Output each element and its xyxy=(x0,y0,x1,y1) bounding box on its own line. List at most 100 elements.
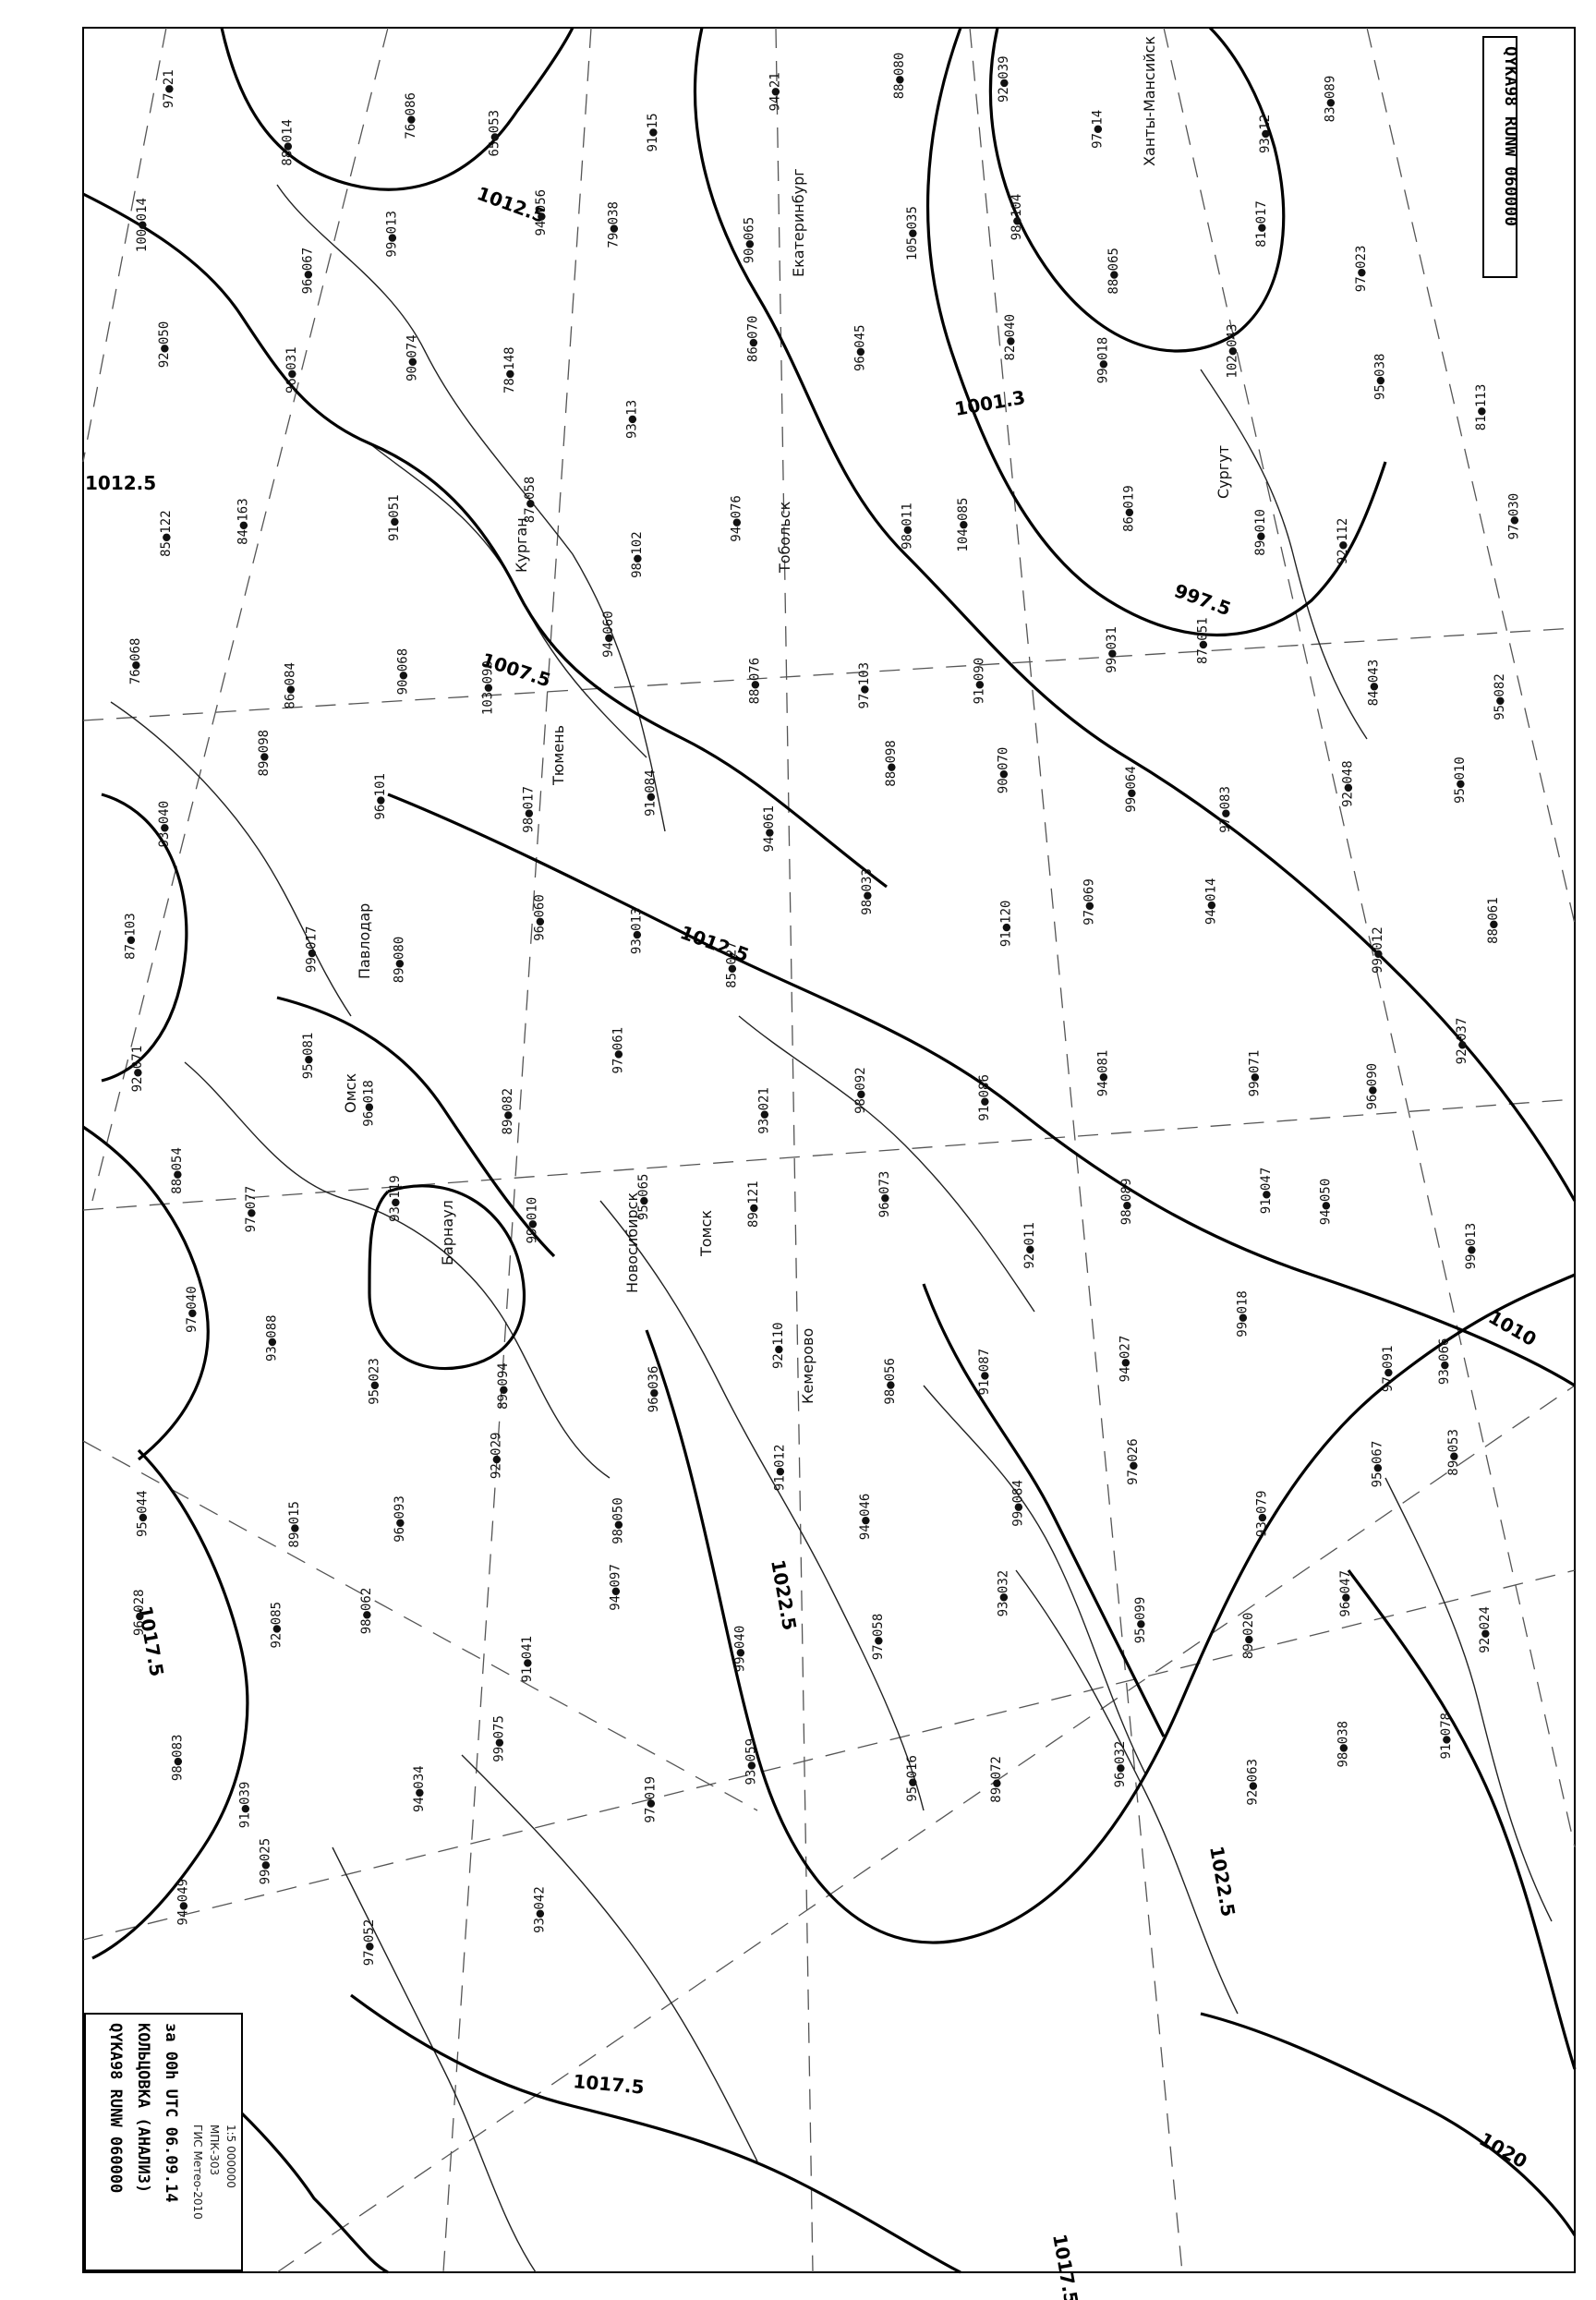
station-label: 91●039 xyxy=(237,1782,252,1829)
station-label: 99●018 xyxy=(1236,1290,1251,1338)
city-label: Павлодар xyxy=(356,903,373,979)
station-label: 90●065 xyxy=(742,217,756,264)
station-label: 94●056 xyxy=(534,189,549,236)
isobar-1012-mid xyxy=(387,793,1576,1387)
station-label: 95●067 xyxy=(1371,1441,1385,1488)
geography-lines xyxy=(110,184,1553,2273)
station-label: 93●042 xyxy=(533,1886,548,1933)
station-label: 93●079 xyxy=(1255,1491,1270,1538)
station-label: 99●071 xyxy=(1248,1050,1263,1097)
station-label: 96●032 xyxy=(1113,1741,1128,1788)
station-label: 99●017 xyxy=(305,926,320,974)
station-label: 98●089 xyxy=(1119,1179,1134,1226)
isobar-1022-high xyxy=(645,1273,1576,1944)
station-label: 83●089 xyxy=(1324,76,1338,123)
station-label: 95●010 xyxy=(1453,757,1468,804)
station-label: 86●084 xyxy=(284,662,298,709)
station-label: 94●076 xyxy=(730,495,744,542)
station-label: 94●060 xyxy=(601,611,616,658)
station-label: 65●053 xyxy=(488,110,502,157)
station-label: 89●098 xyxy=(257,730,272,777)
station-label: 98●050 xyxy=(611,1497,626,1544)
station-label: 87●103 xyxy=(123,913,138,960)
station-label: 99●018 xyxy=(1095,337,1110,384)
station-label: 97●026 xyxy=(1126,1438,1141,1485)
station-label: 98●083 xyxy=(171,1735,186,1782)
isobar-1020-se xyxy=(1200,2012,1577,2236)
title-line-2: КОЛЬЦОВКА (АНАЛИЗ) xyxy=(134,2023,152,2193)
city-label: Курган xyxy=(513,517,530,573)
station-label: 95●023 xyxy=(367,1358,381,1405)
isobar-1017-south xyxy=(350,1993,961,2274)
title-footer-3: 1:5 000000 xyxy=(224,2124,237,2188)
station-label: 89●015 xyxy=(287,1501,302,1548)
station-label: 94●046 xyxy=(858,1494,873,1541)
station-label: 92●071 xyxy=(130,1046,145,1093)
station-label: 79●038 xyxy=(606,201,621,248)
station-label: 89●080 xyxy=(392,937,406,984)
station-label: 92●029 xyxy=(490,1433,504,1480)
city-label: Сургут xyxy=(1215,445,1232,499)
station-label: 96●045 xyxy=(853,324,868,371)
station-label: 102●043 xyxy=(1226,324,1240,379)
station-label: 85●122 xyxy=(159,510,174,557)
city-label: Новосибирск xyxy=(623,1192,641,1293)
station-label: 85●027 xyxy=(725,941,740,988)
station-label: 84●043 xyxy=(1366,660,1381,707)
station-label: 94●014 xyxy=(1204,878,1219,926)
station-label: 97●058 xyxy=(871,1614,886,1661)
station-label: 97●083 xyxy=(1218,786,1233,833)
header-code: QYKA98 RUNW 060000 xyxy=(1501,46,1520,226)
station-label: 93●059 xyxy=(744,1738,759,1786)
station-label: 88●065 xyxy=(1106,248,1121,295)
isobar-1010-upper xyxy=(693,27,1577,1202)
station-label: 97●091 xyxy=(1381,1346,1396,1393)
station-label: 98●102 xyxy=(630,531,645,578)
station-label: 94●034 xyxy=(412,1765,427,1812)
isobar-1022-east xyxy=(1347,1569,1577,2070)
title-block: QYKA98 RUNW 060000 КОЛЬЦОВКА (АНАЛИЗ) за… xyxy=(84,2013,243,2271)
station-label: 96●101 xyxy=(373,773,388,820)
station-label: 97●103 xyxy=(857,662,872,709)
station-label: 89●121 xyxy=(746,1180,761,1228)
station-label: 87●058 xyxy=(523,477,538,524)
station-label: 82●040 xyxy=(1003,314,1018,361)
station-label: 98●038 xyxy=(1336,1721,1350,1768)
station-label: 99●012 xyxy=(1371,926,1385,974)
station-label: 96●090 xyxy=(1365,1063,1380,1110)
station-label: 96●028 xyxy=(132,1589,147,1636)
station-label: 95●038 xyxy=(1373,354,1388,401)
station-label: 97●14 xyxy=(1090,110,1105,149)
station-label: 94●027 xyxy=(1118,1336,1133,1383)
station-label: 91●120 xyxy=(999,901,1014,948)
station-label: 89●053 xyxy=(1446,1429,1461,1476)
station-label: 95●065 xyxy=(636,1174,651,1221)
station-label: 93●12 xyxy=(1258,115,1273,153)
station-label: 91●084 xyxy=(643,769,658,817)
station-label: 93●066 xyxy=(1437,1338,1452,1386)
isobar-1012-north xyxy=(220,27,574,191)
station-label: 88●061 xyxy=(1486,897,1501,944)
station-label: 91●012 xyxy=(772,1445,787,1492)
isobar-1020 xyxy=(922,1283,1166,1737)
station-label: 93●021 xyxy=(756,1087,771,1134)
station-label: 91●051 xyxy=(387,494,402,541)
coordinate-grid xyxy=(82,27,1576,2273)
station-label: 92●039 xyxy=(997,55,1011,103)
station-label: 93●032 xyxy=(997,1570,1011,1617)
station-label: 97●077 xyxy=(244,1186,259,1233)
title-line-1: QYKA98 RUNW 060000 xyxy=(106,2023,125,2193)
station-label: 92●085 xyxy=(269,1602,284,1649)
station-label: 88●054 xyxy=(170,1147,185,1194)
city-label: Омск xyxy=(342,1073,359,1113)
station-label: 96●018 xyxy=(361,1080,376,1127)
station-label: 96●060 xyxy=(532,894,547,941)
station-label: 98●104 xyxy=(1010,194,1024,241)
station-label: 88●098 xyxy=(884,740,899,787)
station-label: 96●047 xyxy=(1338,1570,1353,1617)
city-label: Тобольск xyxy=(776,501,793,574)
station-label: 89●082 xyxy=(501,1088,515,1135)
isobar-1017-ring xyxy=(368,1184,526,1371)
isobar-1007-left xyxy=(82,192,888,889)
